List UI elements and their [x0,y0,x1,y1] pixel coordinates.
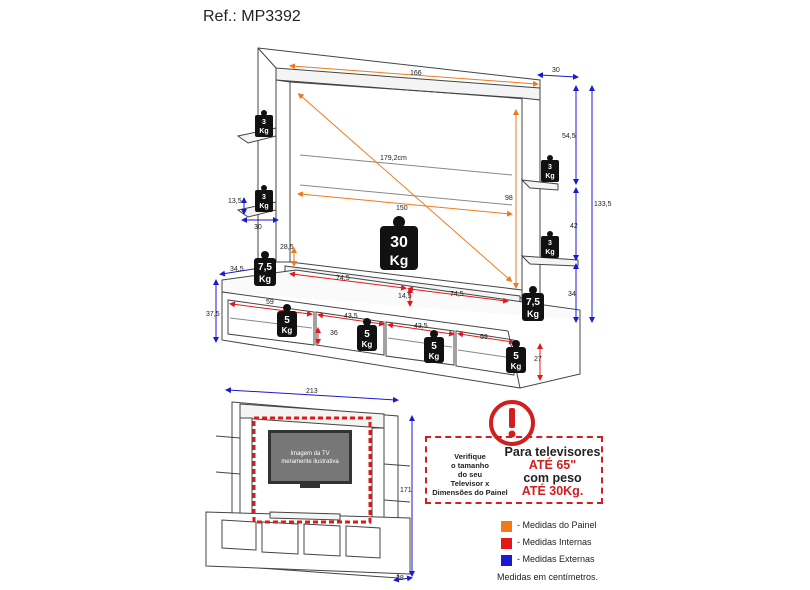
dim-top-depth: 30 [552,67,560,74]
dim-lower-depth: 38 [396,575,404,582]
tv-warning-box [425,436,603,504]
front-view [205,401,411,579]
dim-tv-height: 98 [505,195,513,202]
svg-text:3: 3 [262,194,266,201]
svg-text:7,5: 7,5 [258,262,272,273]
dimension-labels: 166 30 54,5 133,5 179,2cm 150 98 42 13,5… [206,67,612,363]
weight-icon: 3 Kg [255,185,273,212]
svg-text:3: 3 [548,164,552,171]
dim-niche-left: 59 [266,299,274,306]
weight-icon: 3 Kg [541,155,559,182]
svg-text:Kg: Kg [259,128,268,135]
svg-text:5: 5 [431,341,437,352]
weight-icon: 5 Kg [357,318,377,351]
svg-text:5: 5 [513,351,519,362]
tv-limits: Para televisores ATÉ 65" com peso ATÉ 30… [504,445,601,498]
panel-area-highlight [252,416,372,524]
svg-text:Kg: Kg [259,274,271,284]
dim-niche-right: 59 [480,334,488,341]
external-measures [213,72,595,343]
dim-top-width: 166 [410,70,422,77]
dim-base-upper-h: 34 [568,291,576,298]
dim-niche-36: 36 [330,330,338,337]
dim-panel-inset: 28,5 [280,244,294,251]
reference-title: Ref.: MP3392 [203,8,301,25]
weight-icon: 30 Kg [380,216,418,270]
svg-text:Kg: Kg [545,173,554,180]
weight-badges: 3 Kg 3 Kg 3 Kg 3 Kg 30 Kg 7,5 Kg [254,110,559,373]
legend-swatch [501,538,512,549]
internal-measures [229,271,543,381]
svg-text:Kg: Kg [362,340,373,349]
dim-height-upper: 54,5 [562,133,576,140]
legend-swatch [501,555,512,566]
dim-diagonal: 179,2cm [380,155,407,162]
svg-text:Kg: Kg [527,309,539,319]
weight-icon: 5 Kg [506,340,526,373]
panel-measures [289,63,539,289]
dim-shelf-gap: 42 [570,223,578,230]
warning-icon [489,400,535,446]
weight-icon: 3 Kg [541,231,559,258]
dim-total-height: 133,5 [594,201,612,208]
svg-text:Kg: Kg [259,203,268,210]
svg-text:30: 30 [390,234,408,251]
dim-niche-43-b: 43,5 [414,323,428,330]
dim-center-gap: 14,5 [398,293,412,300]
weight-icon: 3 Kg [255,110,273,137]
dim-tv-width: 150 [396,205,408,212]
svg-text:Imagem da TV: Imagem da TV [290,451,329,457]
legend-note: Medidas em centímetros. [497,572,599,582]
dim-center-right: 74,5 [450,291,464,298]
dim-niche-43-a: 43,5 [344,313,358,320]
svg-text:7,5: 7,5 [526,297,540,308]
dim-left-shelf-thick: 13,5 [228,198,242,205]
dim-niche-27: 27 [534,356,542,363]
svg-text:5: 5 [364,329,370,340]
dim-base-height: 37,5 [206,311,220,318]
svg-text:meramente ilustrativa: meramente ilustrativa [281,459,339,465]
svg-text:3: 3 [548,240,552,247]
dim-lower-height: 171 [400,487,412,494]
weight-icon: 7,5 Kg [254,251,276,286]
tv-illustration: Imagem da TV meramente ilustrativa [268,430,352,488]
weight-icon: 5 Kg [424,330,444,363]
svg-text:5: 5 [284,315,290,326]
dim-center-left: 74,5 [336,275,350,282]
svg-text:Kg: Kg [429,352,440,361]
svg-text:3: 3 [262,119,266,126]
svg-text:Kg: Kg [282,326,293,335]
dim-lower-width: 213 [306,388,318,395]
dim-base-depth: 34,5 [230,266,244,273]
svg-text:Kg: Kg [545,249,554,256]
legend-swatch [501,521,512,532]
dim-left-shelf-depth: 30 [254,224,262,231]
weight-icon: 5 Kg [277,304,297,337]
svg-text:Kg: Kg [511,362,522,371]
svg-text:Kg: Kg [390,252,409,268]
weight-icon: 7,5 Kg [522,286,544,321]
warning-note: Verifique o tamanho do seu Televisor x D… [432,452,508,497]
